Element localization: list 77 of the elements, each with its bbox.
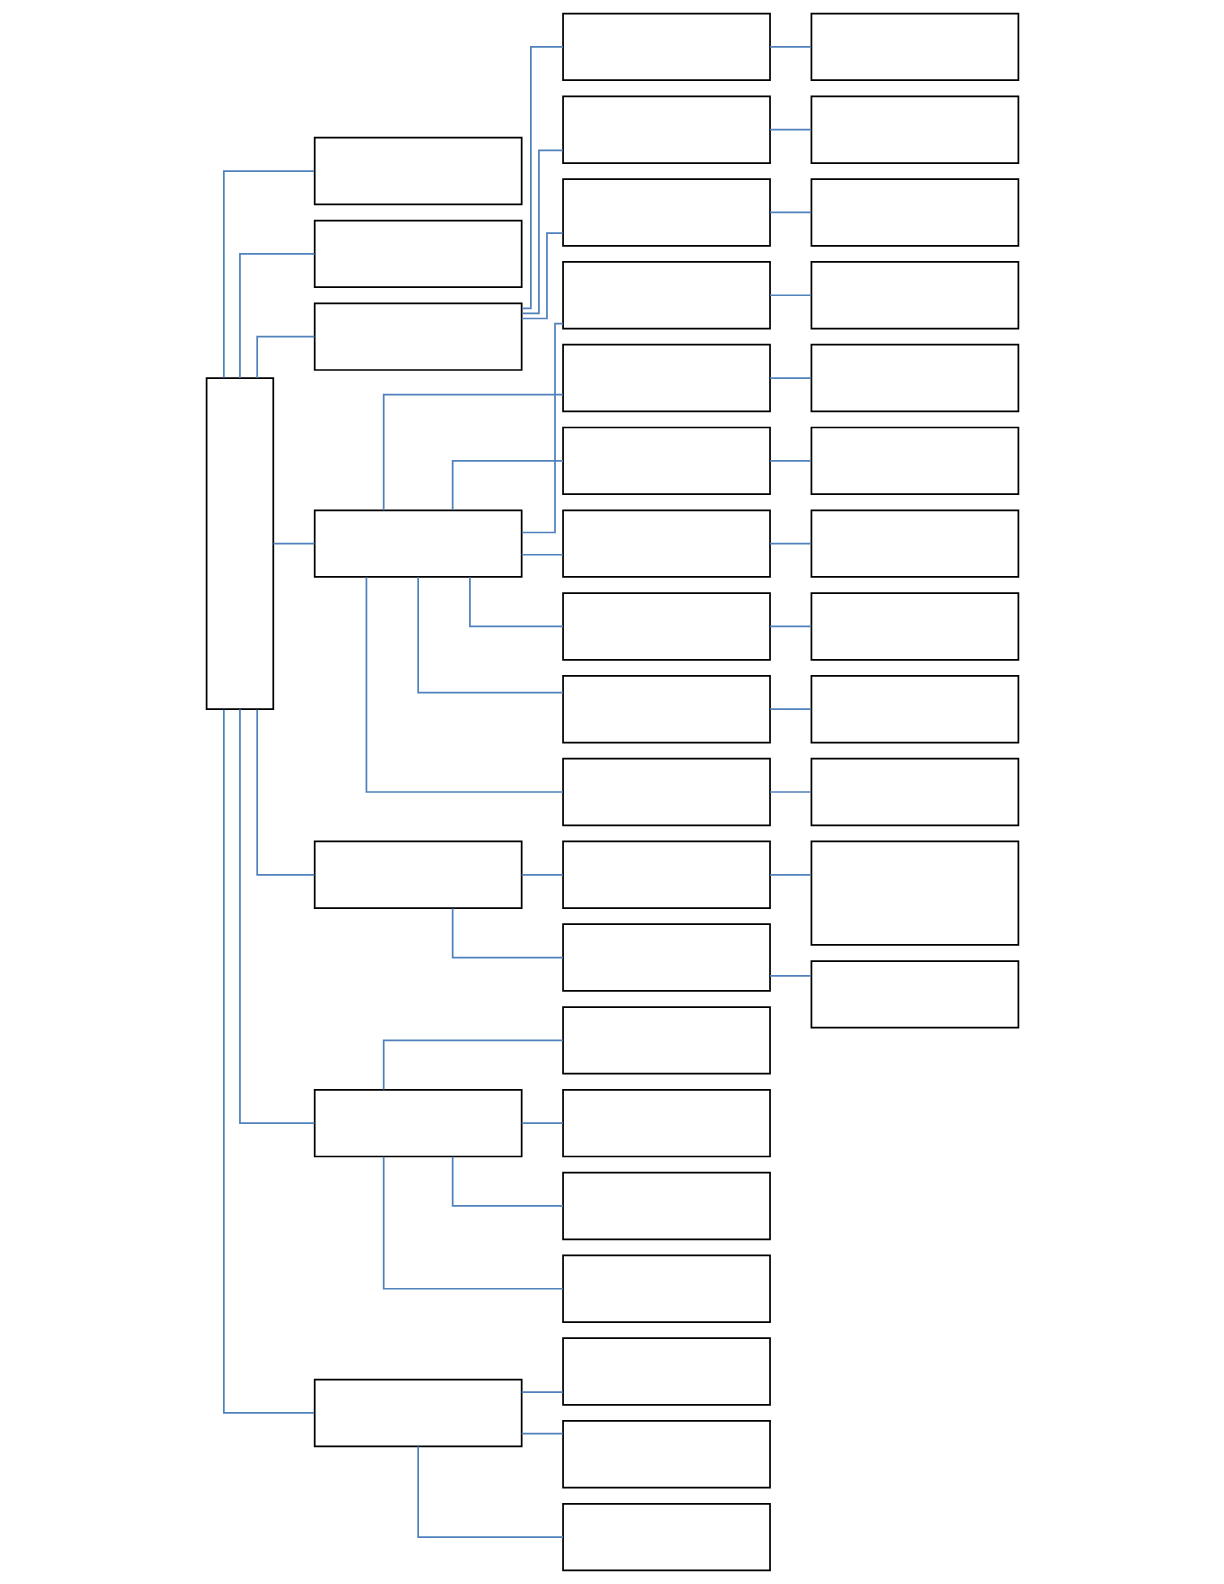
connector [382, 393, 564, 512]
connector [451, 459, 564, 511]
connector [520, 1432, 564, 1435]
connector [520, 1391, 564, 1394]
node-box [561, 1420, 771, 1489]
connector [768, 46, 812, 48]
connector [520, 553, 564, 556]
node-box [810, 675, 1019, 744]
node-box [313, 509, 522, 578]
node-box [561, 1337, 771, 1406]
node-box [313, 302, 522, 371]
connector [382, 1155, 564, 1290]
connector [768, 708, 812, 711]
connector [468, 576, 564, 628]
node-box [561, 1171, 771, 1241]
connector [238, 253, 315, 379]
node-box [561, 675, 771, 744]
connector [520, 1122, 564, 1124]
connector [768, 211, 812, 214]
node-box [810, 509, 1019, 578]
node-box [810, 960, 1019, 1029]
node-box [561, 95, 771, 164]
connector [768, 128, 812, 131]
node-box [561, 923, 771, 992]
node-box [561, 426, 771, 496]
connector [768, 975, 812, 977]
node-box [561, 757, 771, 827]
node-box [810, 12, 1019, 82]
node-box [313, 1378, 522, 1448]
node-box [810, 178, 1019, 247]
connector [520, 322, 564, 534]
node-box [561, 178, 771, 247]
node-box [561, 12, 771, 82]
node-box [561, 1502, 771, 1572]
node-box [561, 1006, 771, 1075]
connector [520, 232, 563, 320]
connector [768, 625, 812, 628]
node-box [810, 261, 1019, 330]
node-box [313, 840, 522, 909]
connector [520, 873, 564, 876]
node-box [810, 343, 1019, 413]
node-box [561, 261, 771, 330]
connector [768, 791, 812, 793]
connector [451, 1156, 564, 1207]
connector [255, 335, 315, 379]
connector [272, 542, 315, 545]
connector [520, 46, 564, 310]
node-box [561, 509, 771, 578]
connector [255, 708, 315, 876]
connector [768, 542, 812, 545]
connector [222, 170, 315, 379]
node-box [810, 840, 1019, 946]
node-box [561, 343, 771, 413]
node-box [810, 592, 1019, 661]
connector [222, 708, 315, 1414]
node-box [205, 377, 274, 711]
node-box [561, 840, 771, 909]
node-box [561, 1254, 771, 1323]
node-box [810, 757, 1019, 827]
connector [768, 873, 812, 876]
node-box [313, 1088, 522, 1158]
node-box [561, 1088, 771, 1158]
connector [416, 576, 564, 694]
node-box [810, 426, 1019, 496]
node-box [313, 219, 522, 289]
connector [382, 1039, 564, 1091]
connector [238, 708, 315, 1124]
connector [451, 907, 564, 959]
connector [416, 1445, 564, 1538]
connector [768, 294, 812, 297]
connector [365, 576, 564, 793]
connector [520, 149, 564, 315]
node-box [561, 592, 771, 661]
connector [768, 377, 812, 379]
connector [768, 459, 812, 462]
node-box [313, 136, 522, 206]
node-box [810, 95, 1019, 164]
